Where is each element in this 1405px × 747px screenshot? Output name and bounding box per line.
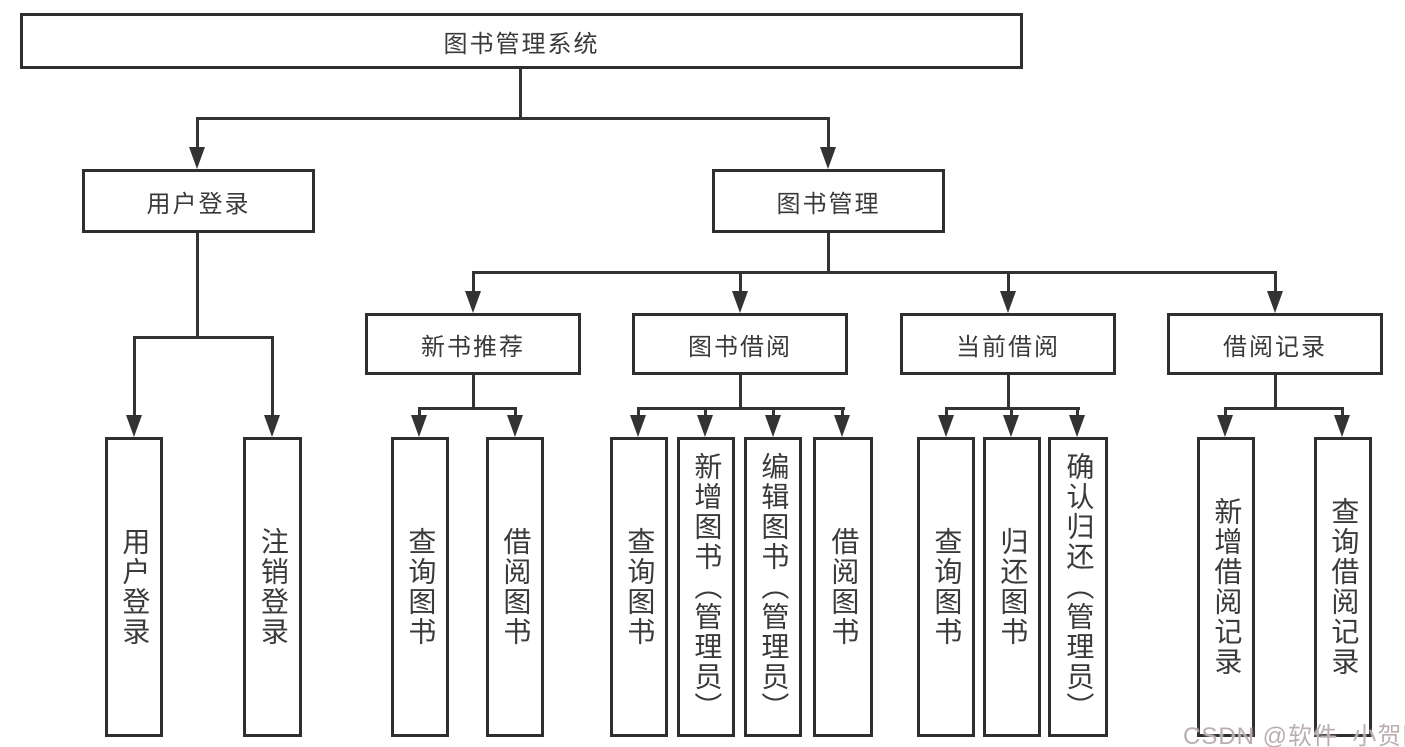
- node-label: 归还图书: [997, 527, 1029, 647]
- node-label: 查询图书: [931, 527, 963, 647]
- csdn-watermark: CSDN @软件_小贺同学: [1183, 723, 1405, 747]
- connector-line: [196, 233, 199, 339]
- connector-line: [1007, 271, 1010, 297]
- node-label: 查询图书: [405, 527, 437, 647]
- arrowhead-icon: [765, 415, 781, 437]
- connector-line: [945, 407, 948, 419]
- connector-line: [739, 271, 742, 297]
- connector-line: [519, 69, 522, 118]
- connector-line: [1010, 407, 1013, 419]
- node-label: 借阅图书: [500, 527, 532, 647]
- arrowhead-icon: [189, 147, 205, 169]
- node-leaf-query-book-2: 查询图书: [610, 437, 668, 737]
- node-label: 查询图书: [624, 527, 656, 647]
- arrowhead-icon: [126, 415, 142, 437]
- arrowhead-icon: [411, 415, 427, 437]
- connector-line: [1274, 375, 1277, 410]
- node-leaf-borrow-book-1: 借阅图书: [486, 437, 544, 737]
- arrowhead-icon: [697, 415, 713, 437]
- connector-line: [1224, 407, 1344, 410]
- connector-line: [1274, 271, 1277, 297]
- connector-line: [418, 407, 421, 419]
- node-label: 用户登录: [119, 527, 151, 647]
- node-leaf-add-borrow-record: 新增借阅记录: [1197, 437, 1255, 737]
- node-root: 图书管理系统: [20, 13, 1023, 69]
- node-book-borrow: 图书借阅: [632, 313, 848, 375]
- node-leaf-confirm-return-admin: 确认归还（管理员）: [1048, 437, 1108, 737]
- arrowhead-icon: [1069, 415, 1085, 437]
- connector-line: [472, 271, 1277, 274]
- connector-line: [133, 336, 274, 339]
- node-borrow-records: 借阅记录: [1167, 313, 1383, 375]
- connector-line: [739, 375, 742, 410]
- node-book-management: 图书管理: [712, 169, 945, 233]
- node-leaf-query-borrow-record: 查询借阅记录: [1314, 437, 1372, 737]
- node-label: 注销登录: [257, 527, 289, 647]
- connector-line: [271, 336, 274, 421]
- connector-line: [827, 233, 830, 274]
- connector-line: [841, 407, 844, 419]
- arrowhead-icon: [507, 415, 523, 437]
- arrowhead-icon: [820, 147, 836, 169]
- node-user-login: 用户登录: [82, 169, 315, 233]
- arrowhead-icon: [732, 291, 748, 313]
- arrowhead-icon: [1003, 415, 1019, 437]
- node-leaf-user-login: 用户登录: [105, 437, 163, 737]
- arrowhead-icon: [938, 415, 954, 437]
- connector-line: [472, 375, 475, 410]
- connector-line: [1224, 407, 1227, 419]
- connector-line: [418, 407, 517, 410]
- node-label: 新增图书（管理员）: [691, 452, 723, 722]
- arrowhead-icon: [630, 415, 646, 437]
- node-label: 查询借阅记录: [1328, 497, 1360, 677]
- node-leaf-return-book: 归还图书: [983, 437, 1041, 737]
- connector-line: [472, 271, 475, 297]
- arrowhead-icon: [1267, 291, 1283, 313]
- arrowhead-icon: [1334, 415, 1350, 437]
- node-leaf-borrow-book-2: 借阅图书: [813, 437, 873, 737]
- node-leaf-edit-book-admin: 编辑图书（管理员）: [744, 437, 802, 737]
- arrowhead-icon: [1000, 291, 1016, 313]
- connector-line: [1007, 375, 1010, 410]
- node-label: 新增借阅记录: [1211, 497, 1243, 677]
- arrowhead-icon: [834, 415, 850, 437]
- connector-line: [772, 407, 775, 419]
- node-leaf-add-book-admin: 新增图书（管理员）: [677, 437, 735, 737]
- arrowhead-icon: [1217, 415, 1233, 437]
- node-label: 编辑图书（管理员）: [758, 452, 790, 722]
- connector-line: [196, 117, 199, 153]
- node-label: 确认归还（管理员）: [1063, 452, 1095, 722]
- connector-line: [1076, 407, 1079, 419]
- node-leaf-logout: 注销登录: [243, 437, 302, 737]
- node-label: 借阅图书: [828, 527, 860, 647]
- arrowhead-icon: [465, 291, 481, 313]
- node-leaf-query-book-3: 查询图书: [917, 437, 975, 737]
- node-leaf-query-book-1: 查询图书: [391, 437, 449, 737]
- connector-line: [196, 117, 830, 120]
- connector-line: [827, 117, 830, 153]
- arrowhead-icon: [264, 415, 280, 437]
- connector-line: [704, 407, 707, 419]
- connector-line: [133, 336, 136, 421]
- node-new-book-recommend: 新书推荐: [365, 313, 581, 375]
- connector-line: [1341, 407, 1344, 419]
- connector-line: [514, 407, 517, 419]
- node-current-borrow: 当前借阅: [900, 313, 1116, 375]
- connector-line: [637, 407, 845, 410]
- connector-line: [637, 407, 640, 419]
